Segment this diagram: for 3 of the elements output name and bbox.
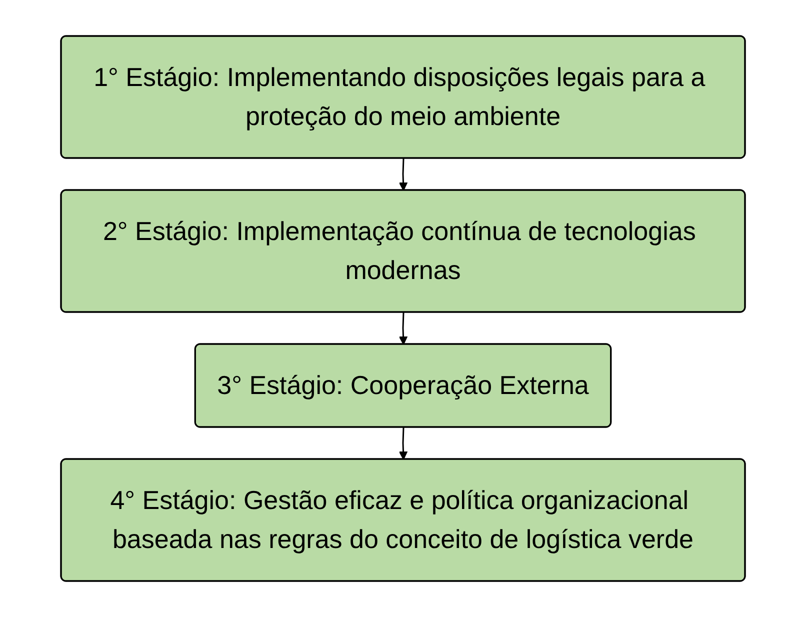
arrow [398, 312, 408, 345]
arrow [398, 158, 408, 191]
arrow [398, 427, 408, 460]
